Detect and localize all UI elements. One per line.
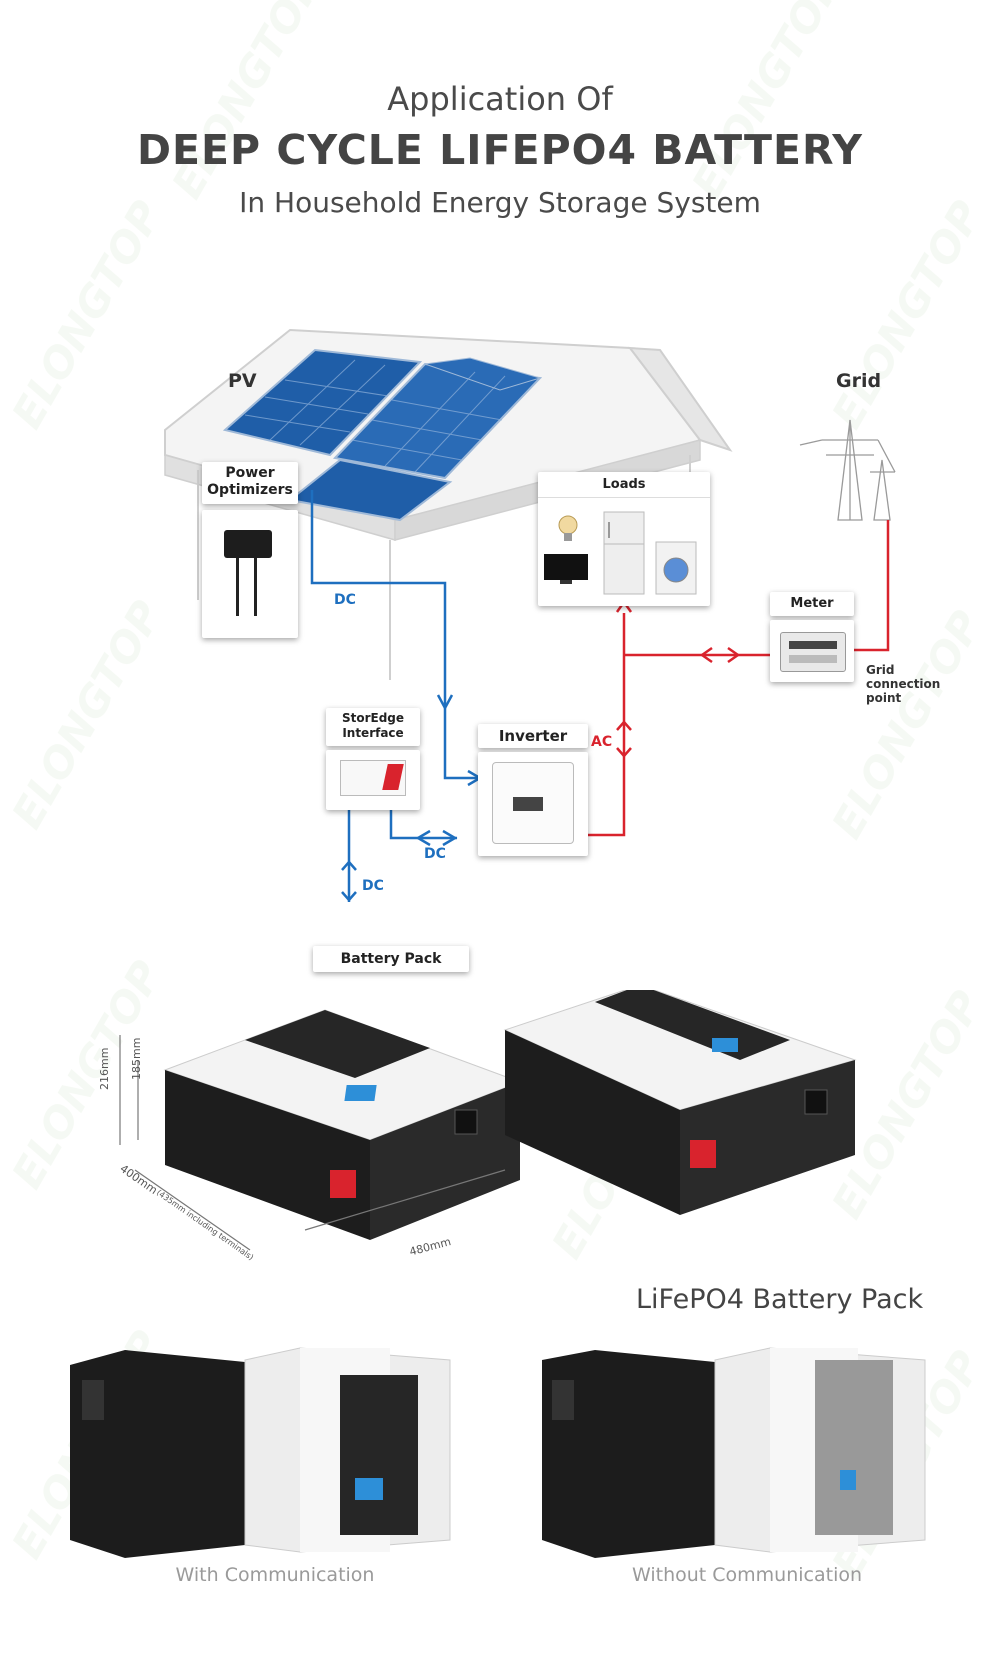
caption-with-communication: With Communication — [175, 1564, 375, 1586]
wall-battery-illustration — [70, 1347, 926, 1558]
wall-battery-with-communication — [70, 1347, 451, 1558]
heading-main-title: DEEP CYCLE LIFEPO4 BATTERY — [137, 126, 863, 174]
inverter-label: Inverter — [478, 724, 588, 748]
dim-height-inner: 185mm — [130, 1037, 143, 1080]
inverter-display — [513, 797, 543, 811]
meter-label: Meter — [770, 592, 854, 616]
dc-label: DC — [334, 592, 356, 608]
meter-body — [780, 632, 846, 672]
product-title: LiFePO4 Battery Pack — [636, 1284, 924, 1315]
loads-label: Loads — [602, 477, 646, 492]
optimizer-cable — [254, 558, 257, 616]
appliances-illustration — [544, 511, 697, 595]
tv-icon — [544, 554, 588, 584]
heading-subtitle: In Household Energy Storage System — [239, 186, 761, 219]
inverter-device — [478, 752, 588, 856]
washing-machine-icon — [655, 541, 697, 595]
power-optimizer-device — [202, 510, 298, 638]
heading-application: Application Of — [387, 80, 613, 118]
fridge-icon — [603, 511, 645, 595]
caption-without-communication: Without Communication — [631, 1564, 863, 1586]
rack-battery-front — [163, 1009, 522, 1240]
rack-battery-side — [503, 990, 857, 1215]
meter-device — [770, 620, 854, 682]
dc-label: DC — [424, 846, 446, 862]
dc-label: DC — [362, 878, 384, 894]
rack-battery-illustration — [119, 990, 857, 1251]
optimizer-cable — [236, 558, 239, 616]
interface-body — [340, 760, 406, 796]
dimension-lines — [119, 1035, 506, 1251]
power-optimizers-label: Power Optimizers — [202, 462, 298, 504]
battery-pack-label: Battery Pack — [313, 946, 469, 972]
grid-label: Grid — [836, 370, 882, 392]
pv-label: PV — [228, 370, 257, 392]
storedge-interface-label: StorEdge Interface — [326, 708, 420, 746]
inverter-body — [492, 762, 574, 844]
solar-panel-array — [222, 348, 543, 522]
transmission-tower-icon — [799, 419, 896, 521]
dim-height-outer: 216mm — [98, 1047, 111, 1090]
grid-connection-point-label: Grid connection point — [866, 663, 941, 705]
light-bulb-icon — [558, 515, 578, 541]
ac-arrows — [615, 599, 741, 758]
storedge-interface-device — [326, 750, 420, 810]
wall-battery-without-communication — [542, 1347, 926, 1558]
optimizer-body — [224, 530, 272, 558]
ac-label: AC — [591, 734, 613, 750]
loads-box: Loads — [538, 472, 710, 606]
